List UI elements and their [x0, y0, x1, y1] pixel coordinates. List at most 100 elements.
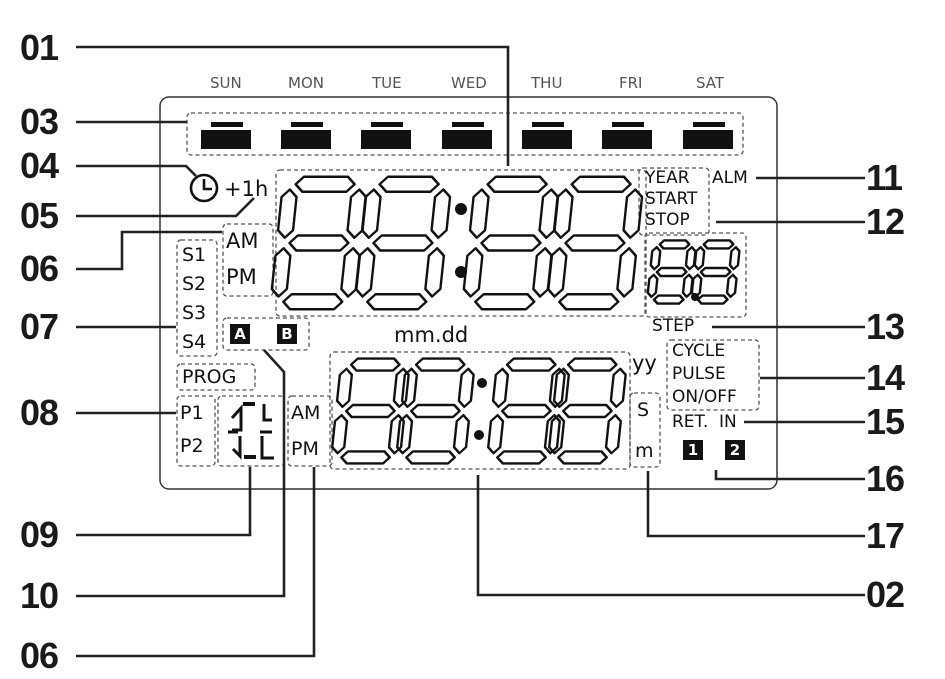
- digit-segment: [414, 357, 466, 372]
- main-colon-dot: [455, 266, 467, 278]
- seven-segment-digit: [331, 357, 410, 465]
- leader-06-bottom: [76, 467, 316, 658]
- digit-segment: [294, 175, 356, 193]
- leader-01: [76, 45, 510, 166]
- digit-segment: [728, 245, 741, 271]
- sub-colon-dot: [477, 378, 487, 388]
- seven-segment-digit: [546, 175, 644, 311]
- callout-17: 17: [866, 515, 905, 556]
- main-colon-dot: [455, 203, 467, 215]
- weekday-bar: [452, 122, 484, 127]
- digit-segment: [487, 414, 505, 455]
- digit-segment: [557, 450, 608, 465]
- prog-box: [176, 363, 256, 391]
- plus-1h-label: +1h: [224, 177, 269, 201]
- onoff-label: ON/OFF: [672, 387, 737, 407]
- digit-segment: [486, 175, 548, 193]
- digit-segment: [543, 414, 561, 455]
- digit-segment: [501, 403, 552, 419]
- in-label: IN: [719, 412, 737, 432]
- callout-02: 02: [866, 574, 905, 615]
- weekday-bar: [532, 122, 564, 127]
- digit-segment: [491, 367, 510, 408]
- ab-box: [222, 317, 310, 351]
- leader-09: [76, 467, 252, 537]
- lcd-frame: [159, 96, 778, 490]
- p1-label: P1: [180, 402, 204, 424]
- seven-segment-digits: [270, 175, 741, 465]
- digit-segment: [349, 357, 401, 372]
- digit-segment: [354, 247, 376, 298]
- s-group-box: [176, 239, 218, 357]
- leader-04: [76, 164, 197, 177]
- callout-11: 11: [866, 157, 903, 198]
- leader-05: [76, 197, 255, 218]
- leader-10: [76, 349, 286, 598]
- year-start-stop-box: [638, 167, 710, 236]
- weekday-sat: SAT: [696, 74, 725, 92]
- digit-segment: [566, 357, 618, 372]
- callout-16: 16: [866, 458, 905, 499]
- badge-1: 1: [683, 440, 703, 460]
- digit-segment: [649, 245, 662, 271]
- weekday-bar: [371, 122, 403, 127]
- digit-segment: [552, 367, 571, 408]
- minutes-label: m: [635, 440, 654, 462]
- seven-segment-digit: [270, 175, 368, 311]
- stop-label: STOP: [645, 210, 690, 230]
- digit-segment: [331, 414, 349, 455]
- seven-segment-digit: [487, 357, 566, 465]
- am-pm-box-top: [222, 223, 274, 297]
- weekday-bar: [693, 122, 725, 127]
- weekday-thu: THU: [531, 74, 563, 92]
- digit-segment: [480, 234, 542, 252]
- main-time-box: [275, 169, 647, 317]
- digit-segment: [604, 414, 622, 455]
- digit-segment: [655, 266, 688, 278]
- digit-segment: [405, 450, 456, 465]
- callout-06-bottom: 06: [20, 635, 59, 676]
- weekday-bars: [201, 122, 733, 149]
- weekday-bar: [291, 122, 323, 127]
- badge-a: A: [230, 324, 250, 344]
- digit-segment: [696, 294, 729, 305]
- weekday-mon: MON: [288, 74, 324, 92]
- callout-06-top: 06: [20, 248, 59, 289]
- weekday-bar: [211, 122, 243, 127]
- clock-icon: [189, 173, 219, 203]
- digit-segment: [496, 450, 547, 465]
- leader-16: [714, 470, 865, 481]
- cycle-label: CYCLE: [672, 341, 726, 361]
- digit-segment: [505, 357, 557, 372]
- small-digits-box: [644, 232, 747, 318]
- callout-15: 15: [866, 401, 905, 442]
- digit-segment: [474, 293, 536, 311]
- seven-segment-digit: [548, 357, 627, 465]
- digit-segment: [622, 188, 644, 239]
- arrows-box: [217, 395, 285, 467]
- weekday-bars-box: [186, 112, 744, 156]
- callout-13: 13: [866, 306, 905, 347]
- digit-segment: [468, 188, 490, 239]
- callout-09: 09: [20, 514, 59, 555]
- seven-segment-digit: [690, 239, 741, 305]
- digit-segment: [690, 273, 703, 298]
- digit-segment: [725, 273, 738, 298]
- weekday-tue: TUE: [372, 74, 402, 92]
- weekday-bar: [602, 130, 652, 149]
- digit-segment: [658, 239, 691, 250]
- pm-label-bottom: PM: [291, 438, 319, 460]
- digit-segment: [462, 247, 484, 298]
- up-down-arrows-icon: [228, 402, 274, 460]
- digit-segment: [570, 175, 632, 193]
- digit-segment: [452, 414, 470, 455]
- callout-10: 10: [20, 575, 59, 616]
- digit-segment: [699, 266, 732, 278]
- digit-segment: [609, 367, 627, 408]
- sub-time-box: [329, 351, 631, 470]
- digit-segment: [616, 247, 638, 298]
- pulse-label: PULSE: [672, 364, 726, 384]
- seven-segment-digit: [396, 357, 475, 465]
- callout-14: 14: [866, 357, 905, 398]
- digit-segment: [652, 294, 685, 305]
